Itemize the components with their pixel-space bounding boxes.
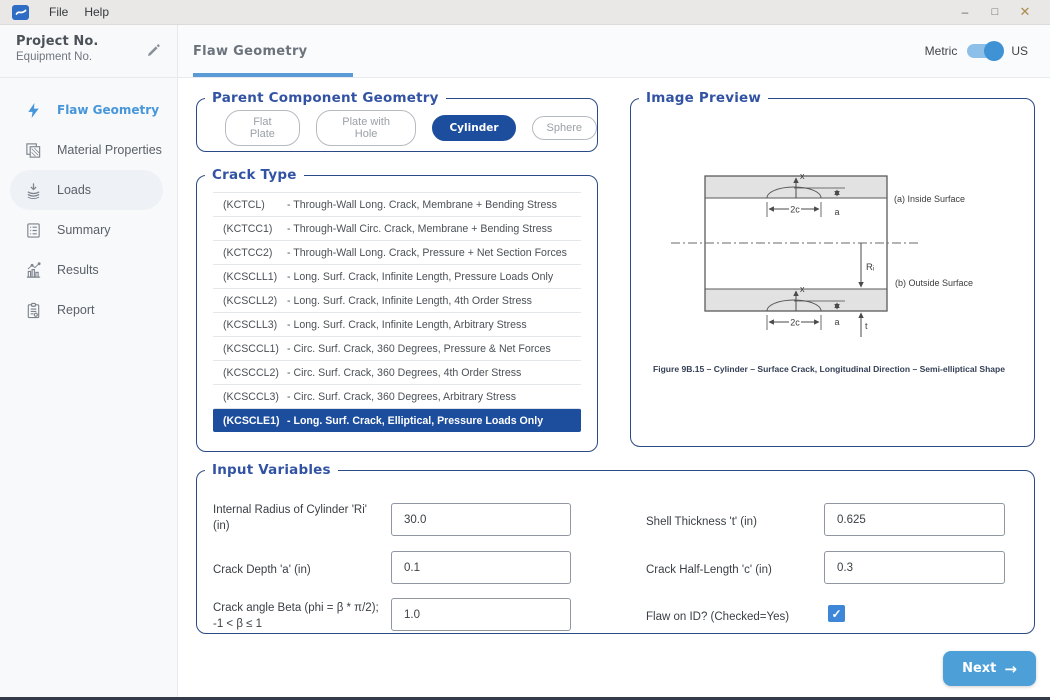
internal-radius-label: Internal Radius of Cylinder 'Ri' (in) xyxy=(213,502,385,534)
svg-text:a: a xyxy=(834,207,839,217)
crack-angle-beta-label: Crack angle Beta (phi = β * π/2); -1 < β… xyxy=(213,600,385,632)
menu-file[interactable]: File xyxy=(49,5,68,19)
crack-type-option[interactable]: (KCSCCL3)- Circ. Surf. Crack, 360 Degree… xyxy=(213,384,581,408)
crack-type-option[interactable]: (KCTCC2)- Through-Wall Long. Crack, Pres… xyxy=(213,240,581,264)
project-number-label: Project No. xyxy=(16,34,163,49)
sidebar-item-label: Loads xyxy=(57,183,91,197)
sidebar-item-label: Material Properties xyxy=(57,143,162,157)
lightning-bolt-icon xyxy=(24,101,43,120)
parent-geometry-title: Parent Component Geometry xyxy=(205,90,446,106)
crack-depth-label: Crack Depth 'a' (in) xyxy=(213,562,385,578)
edit-pencil-icon[interactable] xyxy=(145,43,161,59)
sidebar-item-label: Report xyxy=(57,303,95,317)
main-panel: Flaw Geometry Metric US Parent Component… xyxy=(178,25,1050,697)
unit-metric-label: Metric xyxy=(925,44,958,58)
crack-type-option[interactable]: (KCSCCL2)- Circ. Surf. Crack, 360 Degree… xyxy=(213,360,581,384)
parent-geometry-section: Parent Component Geometry Flat Plate Pla… xyxy=(196,90,598,152)
sidebar-item-label: Results xyxy=(57,263,99,277)
crack-type-option[interactable]: (KCSCLL1)- Long. Surf. Crack, Infinite L… xyxy=(213,264,581,288)
maximize-icon[interactable]: □ xyxy=(980,6,1010,18)
content-area: Parent Component Geometry Flat Plate Pla… xyxy=(178,78,1050,697)
shell-thickness-label: Shell Thickness 't' (in) xyxy=(646,514,826,530)
titlebar: File Help – □ ✕ xyxy=(0,0,1050,25)
shell-thickness-input[interactable] xyxy=(824,503,1005,536)
menu-help[interactable]: Help xyxy=(84,5,109,19)
sidebar-item-flaw-geometry[interactable]: Flaw Geometry xyxy=(0,90,177,130)
geometry-option-flat-plate[interactable]: Flat Plate xyxy=(225,110,300,146)
sidebar-item-loads[interactable]: Loads xyxy=(10,170,163,210)
equipment-number-label: Equipment No. xyxy=(16,51,163,63)
crack-type-option[interactable]: (KCSCLL2)- Long. Surf. Crack, Infinite L… xyxy=(213,288,581,312)
sidebar: Project No. Equipment No. Flaw Geometry … xyxy=(0,25,178,697)
svg-text:t: t xyxy=(865,321,868,331)
sidebar-item-report[interactable]: Report xyxy=(0,290,177,330)
next-button[interactable]: Next → xyxy=(943,651,1036,686)
svg-text:Figure 9B.15 – Cylinder – Surf: Figure 9B.15 – Cylinder – Surface Crack,… xyxy=(653,365,1006,374)
crack-type-option-selected[interactable]: (KCSCLE1)- Long. Surf. Crack, Elliptical… xyxy=(213,408,581,432)
svg-text:Rᵢ: Rᵢ xyxy=(866,262,875,273)
sidebar-item-material-properties[interactable]: Material Properties xyxy=(0,130,177,170)
svg-text:(b) Outside Surface: (b) Outside Surface xyxy=(895,278,973,288)
sidebar-item-summary[interactable]: Summary xyxy=(0,210,177,250)
minimize-icon[interactable]: – xyxy=(950,5,980,19)
load-arrow-icon xyxy=(24,181,43,200)
tab-active-underline xyxy=(193,73,353,77)
crack-type-option[interactable]: (KCTCL)- Through-Wall Long. Crack, Membr… xyxy=(213,192,581,216)
crack-type-list: (KCTCL)- Through-Wall Long. Crack, Membr… xyxy=(213,192,581,432)
report-clipboard-icon xyxy=(24,301,43,320)
crack-half-length-input[interactable] xyxy=(824,551,1005,584)
internal-radius-input[interactable] xyxy=(391,503,571,536)
flaw-on-id-label: Flaw on ID? (Checked=Yes) xyxy=(646,609,846,625)
image-preview-section: Image Preview xyxy=(630,90,1035,447)
geometry-option-cylinder[interactable]: Cylinder xyxy=(432,115,515,141)
unit-toggle[interactable] xyxy=(967,44,1001,58)
unit-switch-group: Metric US xyxy=(925,25,1028,77)
input-variables-section: Input Variables Internal Radius of Cylin… xyxy=(196,462,1035,634)
sidebar-item-label: Flaw Geometry xyxy=(57,103,159,117)
close-icon[interactable]: ✕ xyxy=(1010,4,1040,20)
svg-text:(a) Inside Surface: (a) Inside Surface xyxy=(894,194,965,204)
svg-text:a: a xyxy=(834,317,839,327)
svg-text:x: x xyxy=(800,171,805,181)
project-header: Project No. Equipment No. xyxy=(0,25,177,78)
crack-type-option[interactable]: (KCSCLL3)- Long. Surf. Crack, Infinite L… xyxy=(213,312,581,336)
geometry-option-plate-with-hole[interactable]: Plate with Hole xyxy=(316,110,417,146)
sidebar-nav: Flaw Geometry Material Properties Loads xyxy=(0,90,177,330)
crack-type-option[interactable]: (KCSCCL1)- Circ. Surf. Crack, 360 Degree… xyxy=(213,336,581,360)
sidebar-item-label: Summary xyxy=(57,223,110,237)
results-chart-icon xyxy=(24,261,43,280)
crack-depth-input[interactable] xyxy=(391,551,571,584)
svg-text:2c: 2c xyxy=(790,318,800,328)
flaw-on-id-checkbox[interactable]: ✓ xyxy=(828,605,845,622)
topbar: Flaw Geometry Metric US xyxy=(178,25,1050,78)
crack-type-section: Crack Type (KCTCL)- Through-Wall Long. C… xyxy=(196,167,598,452)
geometry-options: Flat Plate Plate with Hole Cylinder Sphe… xyxy=(225,110,597,146)
crack-type-title: Crack Type xyxy=(205,167,304,183)
app-logo-icon xyxy=(12,5,29,20)
unit-us-label: US xyxy=(1011,44,1028,58)
crack-half-length-label: Crack Half-Length 'c' (in) xyxy=(646,562,826,578)
geometry-option-sphere[interactable]: Sphere xyxy=(532,116,597,140)
svg-text:2c: 2c xyxy=(790,205,800,215)
next-button-label: Next xyxy=(962,661,996,676)
crack-type-option[interactable]: (KCTCC1)- Through-Wall Circ. Crack, Memb… xyxy=(213,216,581,240)
crack-angle-beta-input[interactable] xyxy=(391,598,571,631)
crack-diagram: x 2c a (a) Inside Surface Rᵢ (b) Out xyxy=(632,120,1033,450)
unit-toggle-knob[interactable] xyxy=(984,41,1004,61)
material-layers-icon xyxy=(24,141,43,160)
arrow-right-icon: → xyxy=(1004,660,1017,678)
input-variables-title: Input Variables xyxy=(205,462,338,478)
svg-text:x: x xyxy=(800,284,805,294)
tab-flaw-geometry[interactable]: Flaw Geometry xyxy=(193,44,307,59)
image-preview-title: Image Preview xyxy=(639,90,768,106)
check-icon: ✓ xyxy=(831,607,841,621)
sidebar-item-results[interactable]: Results xyxy=(0,250,177,290)
summary-list-icon xyxy=(24,221,43,240)
